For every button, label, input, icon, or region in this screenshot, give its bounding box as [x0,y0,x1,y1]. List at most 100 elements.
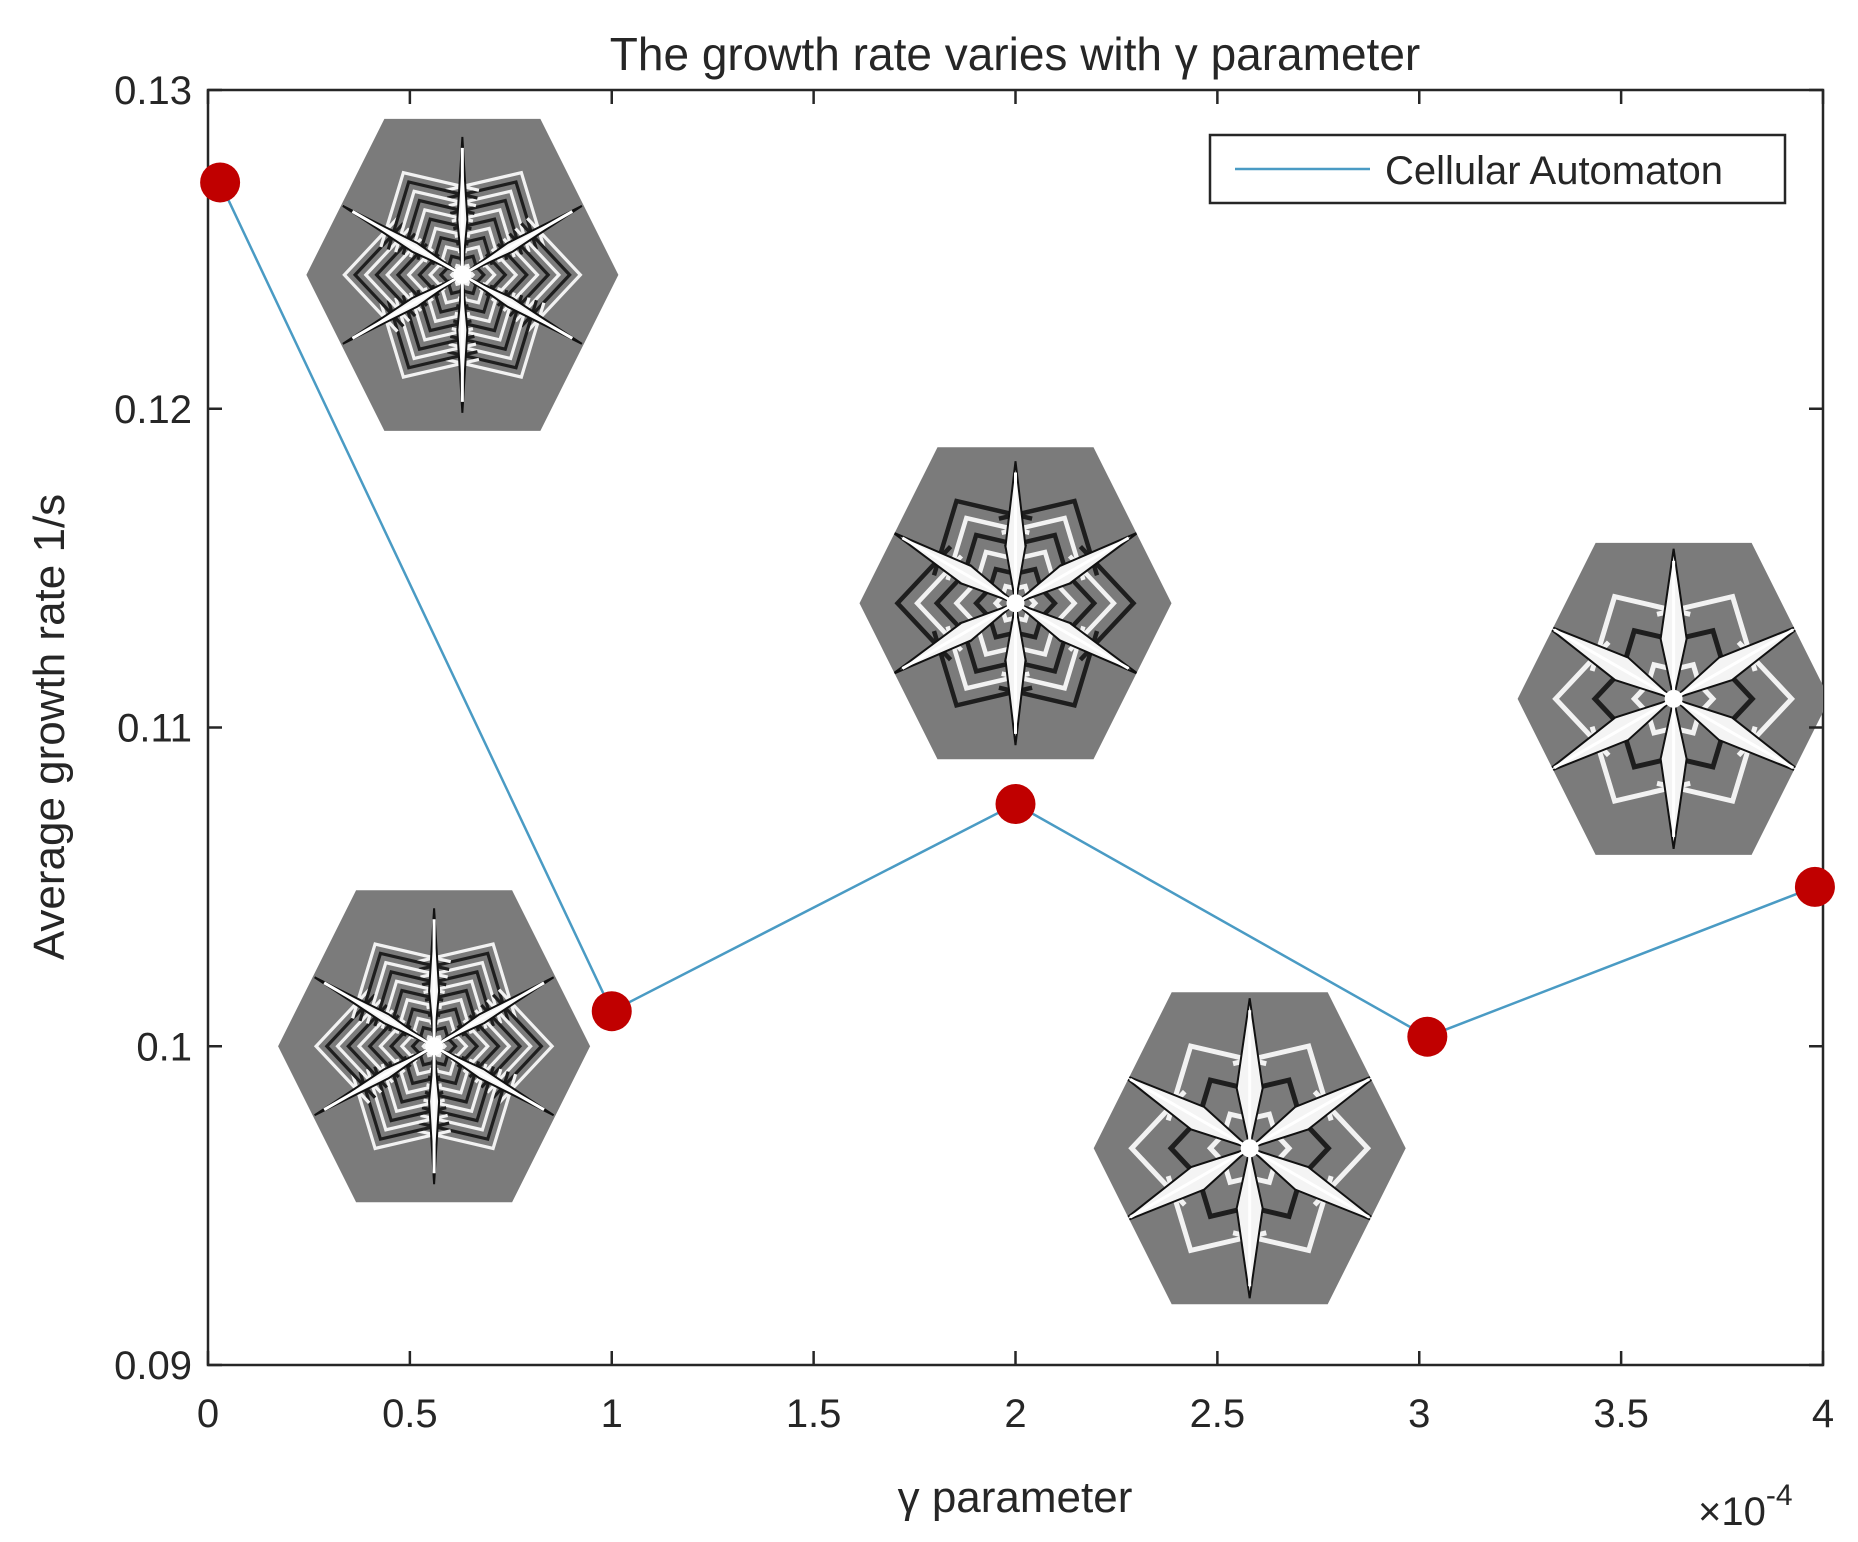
snowflake-arm-spine [901,601,1017,670]
x-tick-label: 1 [601,1392,623,1436]
snowflake-stripe [508,232,551,318]
snowflake-image [278,890,591,1203]
x-multiplier-base: ×10 [1698,1490,1766,1534]
x-tick-label: 3.5 [1593,1392,1649,1436]
snowflake-stripe [346,1003,389,1089]
snowflake-stripe [379,170,480,248]
snowflake-arm-spine [1014,536,1130,605]
snowflake-stripe [342,217,399,333]
snowflake-image [859,447,1172,760]
snowflake-crystal [891,461,1140,746]
x-multiplier-exponent: -4 [1766,1479,1793,1512]
snowflake-arm [314,1044,435,1117]
snowflake-arm-spine [433,1044,545,1112]
snowflake-stripe [894,545,953,662]
snowflake-stripe [324,993,377,1099]
data-point [995,784,1036,824]
snowflake-arm [1235,1148,1264,1299]
snowflake-stripe [449,294,524,352]
snowflake-arm [433,1044,555,1117]
snowflake-stripe [420,960,503,1024]
snowflake-stripe [401,294,475,352]
snowflake-stripe [448,189,531,253]
snowflake-stripe [394,297,477,361]
snowflake-stripe [363,227,411,323]
snowflake-stripe [421,970,495,1027]
snowflake-stripe [351,942,452,1019]
y-tick-label: 0.12 [114,388,192,432]
snowflake-stripe [448,297,531,361]
snowflake-stripe [351,1073,452,1151]
x-tick-label: 0.5 [382,1392,438,1436]
snowflake-arm-spine [1553,628,1675,701]
snowflake-stripe [449,198,524,256]
snowflake-arm [461,204,583,277]
snowflake-arm [342,273,464,345]
snowflake-stripe [931,630,1033,709]
snowflake-arm [433,976,555,1048]
snowflake-arm [456,274,469,413]
snowflake-stripe [352,222,405,328]
snowflake-arm-spine [461,210,574,277]
snowflake-arm-spine [1129,1077,1251,1150]
snowflake-arm [1004,603,1027,746]
snowflake-stripe [417,1073,518,1151]
snowflake-stripe [480,1003,523,1089]
snowflake-stripe [520,222,572,328]
snowflake-stripe [386,180,478,250]
snowflake-stripe [446,299,538,370]
snowflake-crystal [313,908,555,1185]
snowflake-stripe [998,498,1100,576]
data-point [591,991,632,1032]
snowflake-crystal [1119,998,1381,1299]
snowflake-stripe [446,180,538,250]
x-tick-label: 0 [197,1392,219,1436]
snowflake-arm-spine [1672,628,1794,701]
snowflake-stripe [526,217,583,333]
snowflake-arm [1659,698,1688,849]
legend: Cellular Automaton [1208,133,1787,205]
snowflake-stripe [418,951,510,1022]
data-point [1407,1016,1448,1057]
data-point [200,162,241,203]
snowflake-stripe [514,227,562,323]
snowflake-arm-spine [351,273,464,340]
snowflake-arm-spine [433,981,545,1048]
snowflake-stripe [421,1066,495,1123]
x-axis-label: γ parameter [898,1473,1133,1522]
snowflake-arm-spine [351,210,464,277]
snowflake-core [1240,1139,1259,1158]
snowflake-core [1664,689,1683,708]
snowflake-stripe [401,198,475,256]
snowflake-stripe [358,1071,450,1142]
snowflake-arm-spine [1248,1077,1370,1150]
snowflake-core [1006,594,1025,613]
snowflake-arm [461,273,583,345]
y-tick-label: 0.11 [117,707,192,751]
y-tick-label: 0.09 [114,1344,192,1388]
snowflake-stripe [335,998,383,1094]
series-layer [200,162,1835,1057]
snowflake-image [1093,992,1406,1305]
snowflake-stripe [394,189,477,253]
y-tick-label: 0.13 [114,69,192,113]
snowflake-image [306,118,619,431]
snowflake-stripe [445,170,546,248]
snowflake-arm [428,1046,441,1185]
snowflake-arm-spine [1014,601,1130,670]
snowflake-stripe [486,998,533,1094]
snowflake-stripe [417,942,518,1019]
snowflake-stripe [374,232,417,318]
snowflake-arm-spine [1553,697,1675,770]
snowflake-arm-spine [1129,1146,1251,1219]
snowflake-arm-spine [1248,1146,1370,1219]
snowflake-stripe [445,302,546,379]
snowflake-arm [1004,461,1027,604]
x-tick-label: 3 [1408,1392,1430,1436]
snowflake-crystal [342,136,583,413]
snowflake-arm [456,136,469,275]
x-tick-label: 2.5 [1190,1392,1246,1436]
x-tick-label: 4 [1812,1392,1834,1436]
